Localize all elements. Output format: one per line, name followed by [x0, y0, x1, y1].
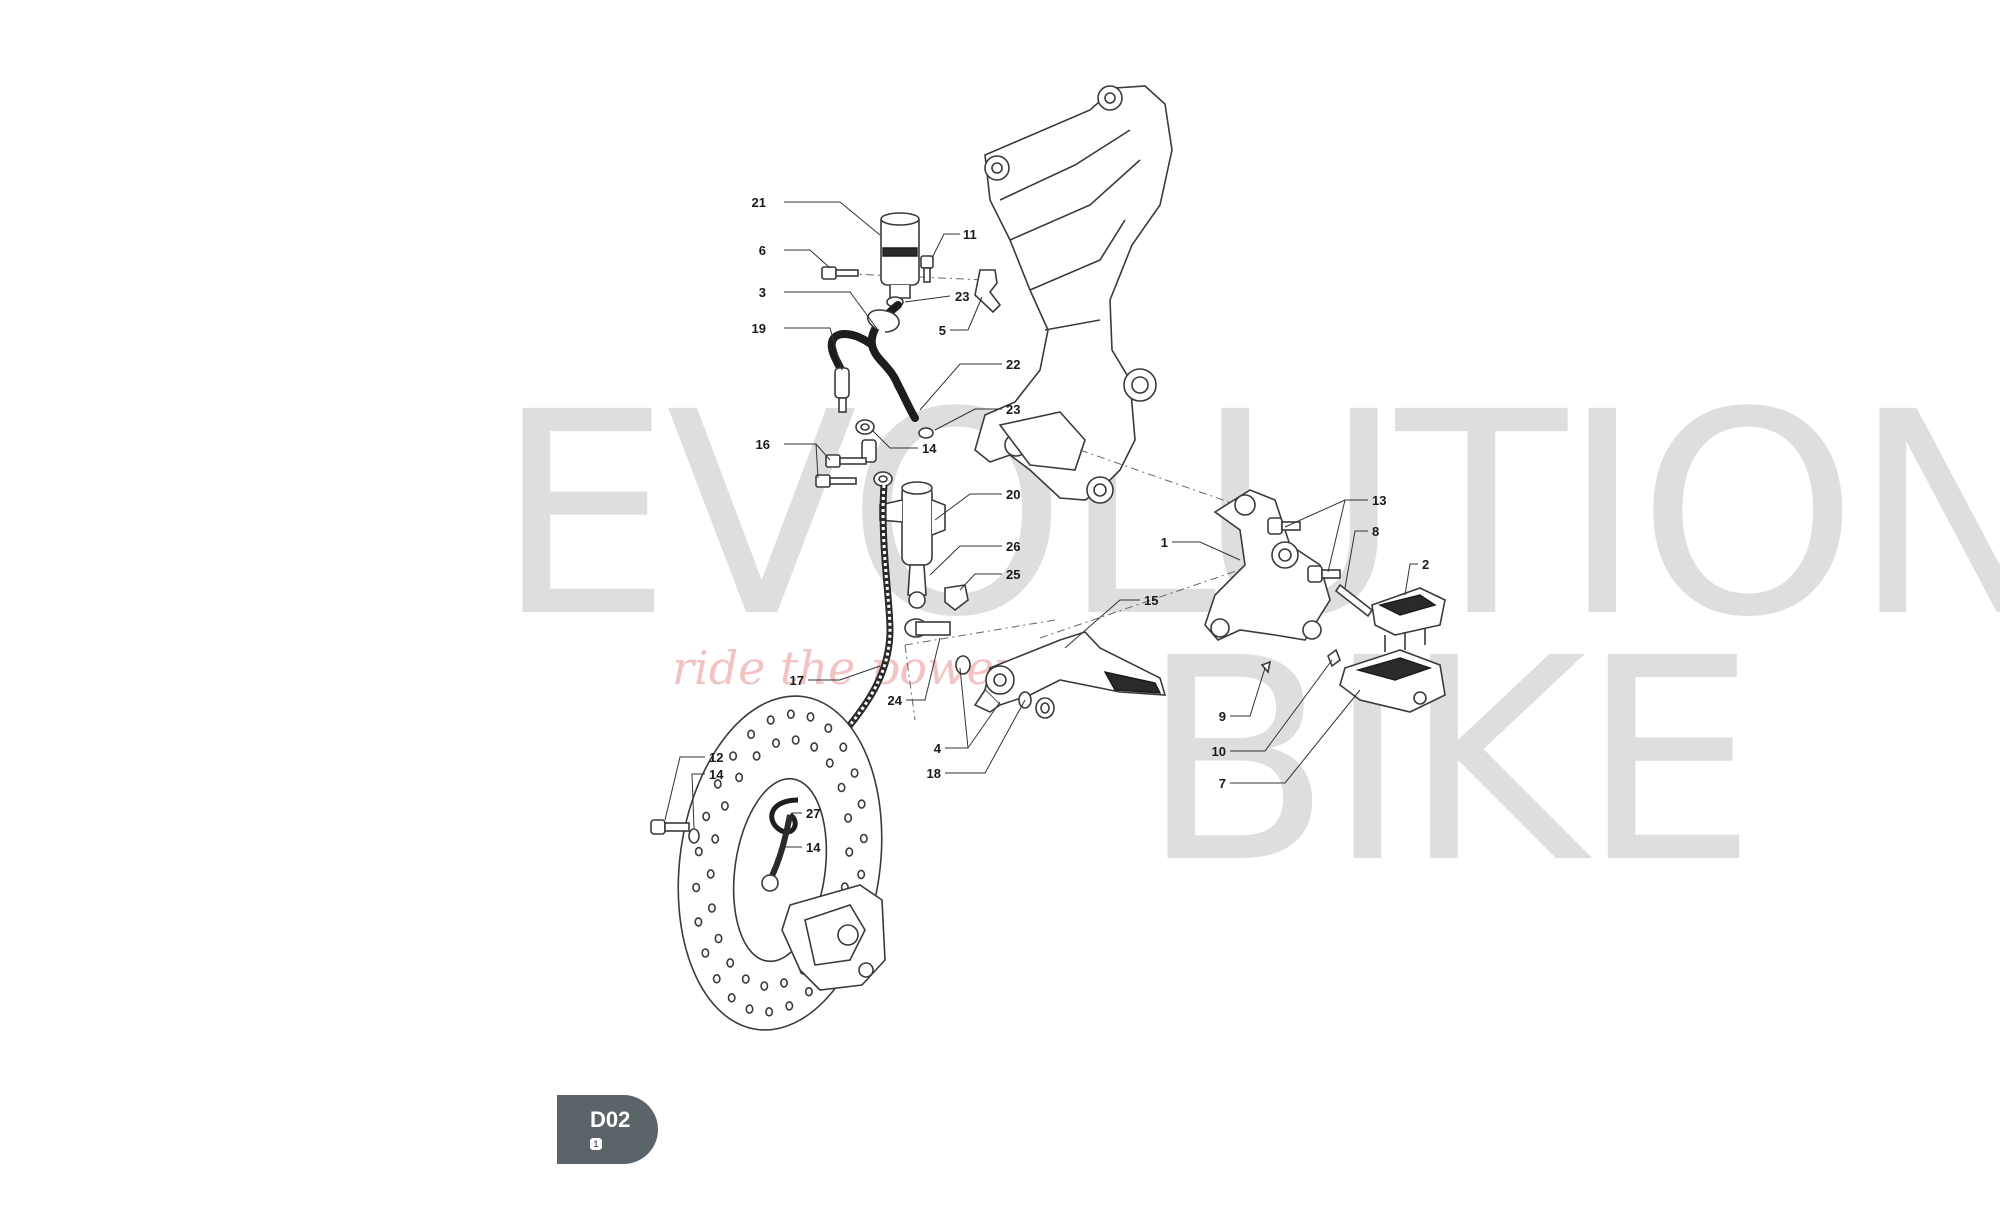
disc-hole: [837, 782, 846, 793]
disc-hole: [771, 738, 780, 748]
callout-27: 27: [806, 806, 820, 821]
callout-26: 26: [1006, 539, 1020, 554]
brake-fluid-reservoir: [880, 212, 920, 299]
callout-14-left: 14: [709, 767, 724, 782]
disc-hole: [702, 811, 711, 822]
disc-hole: [857, 799, 866, 809]
disc-hole: [825, 758, 834, 768]
disc-hole: [713, 779, 722, 789]
callout-8: 8: [1372, 524, 1379, 539]
badge-page-number: 1: [590, 1138, 602, 1150]
frame-section: [974, 85, 1173, 504]
callout-24: 24: [888, 693, 903, 708]
disc-hole: [859, 833, 868, 844]
bolt-12-part: [650, 819, 700, 844]
disc-hole: [701, 948, 710, 958]
callout-15: 15: [1144, 593, 1158, 608]
disc-hole: [850, 768, 859, 778]
disc-hole: [804, 986, 813, 997]
callout-18: 18: [927, 766, 941, 781]
callout-23-lower: 23: [1006, 402, 1020, 417]
pivot-pin-24: [904, 618, 951, 638]
callout-3: 3: [759, 285, 766, 300]
brake-pedal: [973, 631, 1167, 713]
callout-20: 20: [1006, 487, 1020, 502]
callout-4: 4: [934, 741, 942, 756]
callout-22: 22: [1006, 357, 1020, 372]
disc-hole: [766, 715, 775, 725]
screws-13-part: [1267, 517, 1341, 583]
disc-hole: [714, 933, 723, 944]
callout-17: 17: [790, 673, 804, 688]
hoses: [827, 301, 919, 422]
disc-hole: [711, 834, 720, 844]
callout-9: 9: [1219, 709, 1226, 724]
disc-hole: [857, 869, 866, 880]
callout-2: 2: [1422, 557, 1429, 572]
disc-hole: [810, 742, 819, 752]
disc-hole: [785, 1001, 794, 1011]
callout-21: 21: [752, 195, 766, 210]
callout-16: 16: [756, 437, 770, 452]
callout-14-top: 14: [922, 441, 937, 456]
pin-8-part: [1334, 583, 1374, 618]
callout-25: 25: [1006, 567, 1020, 582]
disc-hole: [729, 751, 738, 761]
disc-hole: [720, 801, 729, 811]
callout-11: 11: [963, 227, 977, 242]
disc-hole: [844, 813, 853, 823]
callout-5: 5: [939, 323, 946, 338]
disc-hole: [712, 973, 721, 984]
brake-caliper: [761, 874, 886, 991]
disc-hole: [694, 917, 703, 927]
disc-hole: [735, 772, 744, 783]
disc-hole: [694, 846, 703, 857]
callout-6: 6: [759, 243, 766, 258]
footpeg-bracket: [1204, 489, 1331, 641]
badge-code: D02: [590, 1107, 631, 1132]
washers: [955, 655, 1055, 719]
screws-16-part: [815, 454, 867, 488]
callout-7: 7: [1219, 776, 1226, 791]
disc-hole: [786, 709, 795, 720]
screw-11-part: [920, 255, 934, 283]
disc-hole: [726, 958, 735, 968]
footpeg-2: [1371, 587, 1446, 652]
disc-hole: [845, 847, 854, 857]
disc-hole: [791, 735, 800, 745]
disc-hole: [706, 869, 715, 879]
clip-25-part: [944, 584, 969, 612]
disc-hole: [741, 974, 750, 984]
disc-hole: [824, 723, 833, 734]
disc-hole: [707, 903, 716, 913]
hose-clamp-23b-part: [918, 427, 934, 439]
disc-hole: [806, 712, 815, 722]
callout-12: 12: [709, 750, 723, 765]
page-badge: D02 1: [557, 1095, 658, 1164]
footpeg-7: [1339, 649, 1446, 713]
disc-hole: [839, 742, 848, 753]
disc-hole: [747, 729, 756, 740]
disc-hole: [745, 1004, 754, 1014]
screw-6-part: [821, 266, 859, 280]
callout-14-bottom: 14: [806, 840, 821, 855]
callout-23-top: 23: [955, 289, 969, 304]
banjo-fitting: [855, 419, 893, 487]
callout-13: 13: [1372, 493, 1386, 508]
callout-10: 10: [1212, 744, 1226, 759]
bracket-5-part: [974, 269, 1002, 314]
disc-hole: [765, 1006, 774, 1017]
watermark-bike: BIKE: [1140, 599, 1751, 925]
disc-hole: [779, 978, 788, 988]
disc-hole: [727, 992, 736, 1003]
leader-lines: [664, 201, 1418, 877]
disc-hole: [760, 981, 769, 991]
disc-hole: [692, 882, 701, 893]
callout-labels: 21 6 11 3 23 5 19 22 23 16 14 20 26 25 1…: [709, 195, 1429, 855]
callout-1: 1: [1161, 535, 1168, 550]
disc-hole: [752, 751, 761, 761]
callout-19: 19: [752, 321, 766, 336]
